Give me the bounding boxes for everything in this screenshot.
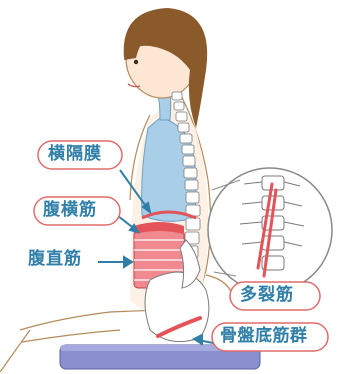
label-diaphragm: 横隔膜: [48, 146, 102, 163]
label-multifidus: 多裂筋: [240, 287, 294, 304]
multifidus-zoom-circle: [208, 168, 332, 292]
label-pelvic-floor: 骨盤底筋群: [220, 328, 308, 345]
label-rectus-abdominis: 腹直筋: [28, 251, 82, 268]
label-transversus-abdominis: 腹横筋: [43, 202, 97, 219]
